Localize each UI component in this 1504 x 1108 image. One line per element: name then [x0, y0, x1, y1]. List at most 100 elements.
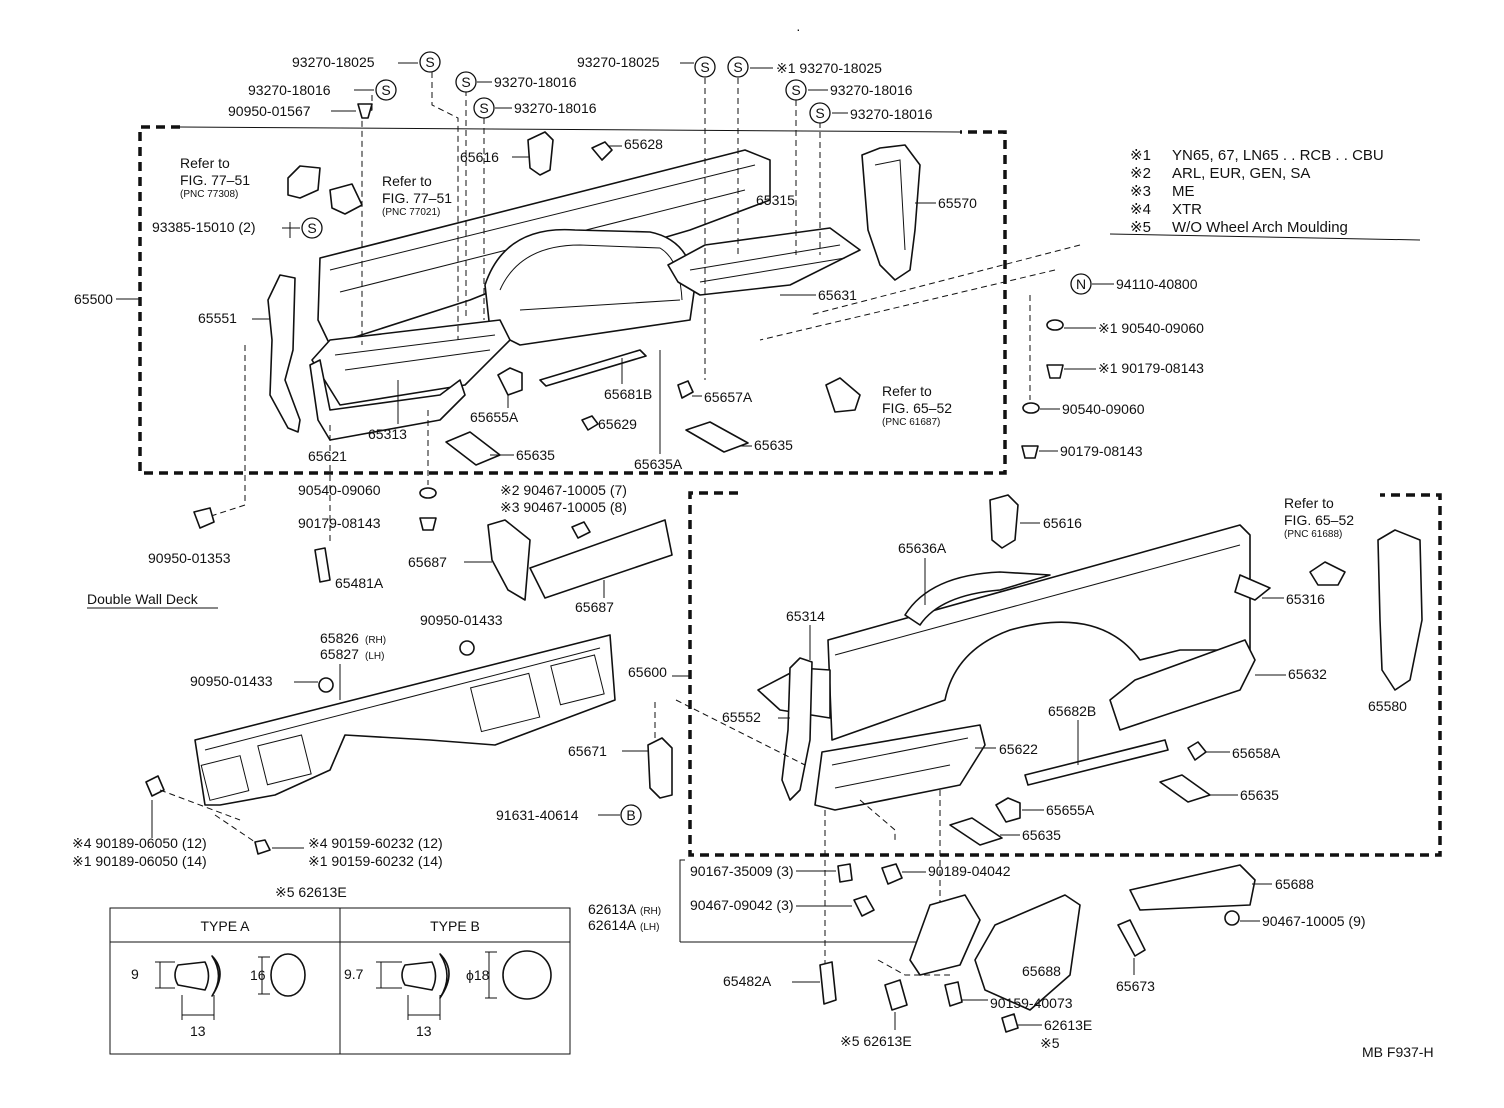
svg-text:65616: 65616 — [460, 149, 499, 165]
double-wall-deck: 65826 (RH) 65827 (LH) 90950-01433 90950-… — [72, 612, 616, 869]
svg-text:90179-08143: 90179-08143 — [1060, 443, 1143, 459]
clip-90467-09042 — [853, 895, 875, 917]
svg-text:93270-18016: 93270-18016 — [494, 74, 577, 90]
svg-text:65671: 65671 — [568, 743, 607, 759]
plug-90950-01353 — [193, 507, 215, 529]
symbol-s-5 — [694, 56, 716, 78]
fender-liner-62613A — [909, 894, 981, 976]
svg-text:93270-18016: 93270-18016 — [850, 106, 933, 122]
pad-65635-b — [685, 421, 749, 453]
svg-text:S: S — [425, 54, 434, 70]
screw-90167-35009 — [837, 863, 853, 883]
symbol-s-4 — [473, 97, 495, 119]
svg-text:S: S — [791, 82, 800, 98]
clip-90467-10005-b — [1224, 910, 1240, 926]
bracket-65616-lower — [989, 494, 1019, 549]
lh-part-number: 65827 — [320, 646, 359, 662]
svg-text:90159-40073: 90159-40073 — [990, 995, 1073, 1011]
svg-text:65682B: 65682B — [1048, 703, 1096, 719]
svg-text:※1 90179-08143: ※1 90179-08143 — [1098, 360, 1204, 376]
symbol-s-3 — [375, 79, 397, 101]
svg-text:65313: 65313 — [368, 426, 407, 442]
inner-panel-65826 — [194, 634, 616, 806]
svg-text:90540-09060: 90540-09060 — [1062, 401, 1145, 417]
reference-code: MB F937-H — [1362, 1044, 1434, 1060]
symbol-s-6 — [727, 56, 749, 78]
svg-text:93270-18025: 93270-18025 — [577, 54, 660, 70]
lower-parts-drawing — [647, 494, 1423, 970]
bottom-hardware: 90167-35009 (3) 90189-04042 62613A (RH) … — [588, 863, 1366, 1051]
ref-1-line1: Refer to — [180, 155, 230, 171]
svg-text:※3 90467-10005 (8): ※3 90467-10005 (8) — [500, 499, 627, 515]
svg-text:※5: ※5 — [1040, 1035, 1060, 1051]
svg-text:S: S — [381, 82, 390, 98]
svg-text:(RH): (RH) — [640, 906, 661, 917]
symbol-s-8 — [809, 102, 831, 124]
bracket-65671 — [647, 737, 673, 799]
svg-text:65631: 65631 — [818, 287, 857, 303]
wheel-arch-65636A — [904, 571, 1051, 626]
washer-90540-09060-a — [1046, 319, 1064, 331]
clip-65629 — [581, 415, 599, 431]
clip-62613E-b — [884, 979, 908, 1011]
lower-panel-65622 — [814, 724, 986, 811]
type-a-head — [270, 953, 306, 997]
clip-type-table: ※5 62613E TYPE A TYPE B 9 16 13 9.7 ϕ18 … — [109, 884, 571, 1055]
mud-guard-65688-a — [974, 894, 1081, 1011]
clip-62613E-a — [1001, 1013, 1019, 1033]
trim-65632 — [1109, 639, 1256, 731]
upper-parts-drawing — [204, 72, 1081, 545]
ref-1-line2: FIG. 77–51 — [180, 172, 250, 188]
type-a-height: 9 — [131, 966, 139, 982]
wheel-house-upper — [484, 228, 696, 346]
note-1-mark: ※1 — [1130, 147, 1151, 164]
svg-text:65316: 65316 — [1286, 591, 1325, 607]
note-1-text: YN65, 67, LN65 . . RCB . . CBU — [1172, 147, 1384, 164]
clip-65628 — [591, 141, 613, 161]
pad-65635-a — [445, 431, 501, 466]
svg-text:S: S — [700, 59, 709, 75]
svg-text:※1 93270-18025: ※1 93270-18025 — [776, 60, 882, 76]
type-b-height: 9.7 — [344, 966, 364, 982]
svg-text:65687: 65687 — [575, 599, 614, 615]
svg-text:(LH): (LH) — [365, 651, 384, 662]
svg-text:※4 90189-06050 (12): ※4 90189-06050 (12) — [72, 835, 207, 851]
svg-text:90467-10005 (9): 90467-10005 (9) — [1262, 913, 1366, 929]
ref-1-line3: (PNC 77308) — [180, 189, 238, 200]
type-table-title: ※5 62613E — [275, 884, 347, 900]
svg-text:S: S — [733, 59, 742, 75]
type-a-label: TYPE A — [200, 918, 250, 934]
bed-side-panel-lower — [827, 524, 1251, 741]
svg-text:90950-01433: 90950-01433 — [420, 612, 503, 628]
symbol-b — [620, 804, 642, 826]
note-4-text: XTR — [1172, 201, 1202, 218]
grommet-90179-08143-a — [1046, 364, 1064, 379]
rear-corner-65570 — [861, 144, 921, 281]
svg-text:65658A: 65658A — [1232, 745, 1281, 761]
svg-text:B: B — [626, 807, 635, 823]
svg-text:62613E: 62613E — [1044, 1017, 1092, 1033]
type-a-width: 13 — [190, 1023, 206, 1039]
svg-text:65622: 65622 — [999, 741, 1038, 757]
svg-text:65628: 65628 — [624, 136, 663, 152]
svg-text:90467-09042 (3): 90467-09042 (3) — [690, 897, 794, 913]
note-2-mark: ※2 — [1130, 165, 1151, 182]
note-2-text: ARL, EUR, GEN, SA — [1172, 165, 1310, 182]
ref-2-line2: FIG. 77–51 — [382, 190, 452, 206]
end-panel-65621 — [309, 359, 466, 441]
svg-text:65621: 65621 — [308, 448, 347, 464]
svg-text:65688: 65688 — [1275, 876, 1314, 892]
type-b-dia: ϕ18 — [466, 967, 490, 983]
lower-callouts: 65616 65636A Refer to FIG. 65–52 (PNC 61… — [496, 495, 1407, 843]
symbol-s-7 — [785, 79, 807, 101]
svg-text:65315: 65315 — [756, 192, 795, 208]
mud-flap-65687-a — [487, 519, 531, 601]
svg-text:65481A: 65481A — [335, 575, 384, 591]
section-label: Double Wall Deck — [87, 591, 199, 607]
plate-65681B — [539, 349, 647, 387]
svg-text:93270-18016: 93270-18016 — [830, 82, 913, 98]
symbol-n — [1070, 273, 1092, 295]
lower-assembly-label: 65600 — [628, 664, 667, 680]
floor-plate-65315 — [667, 227, 861, 296]
